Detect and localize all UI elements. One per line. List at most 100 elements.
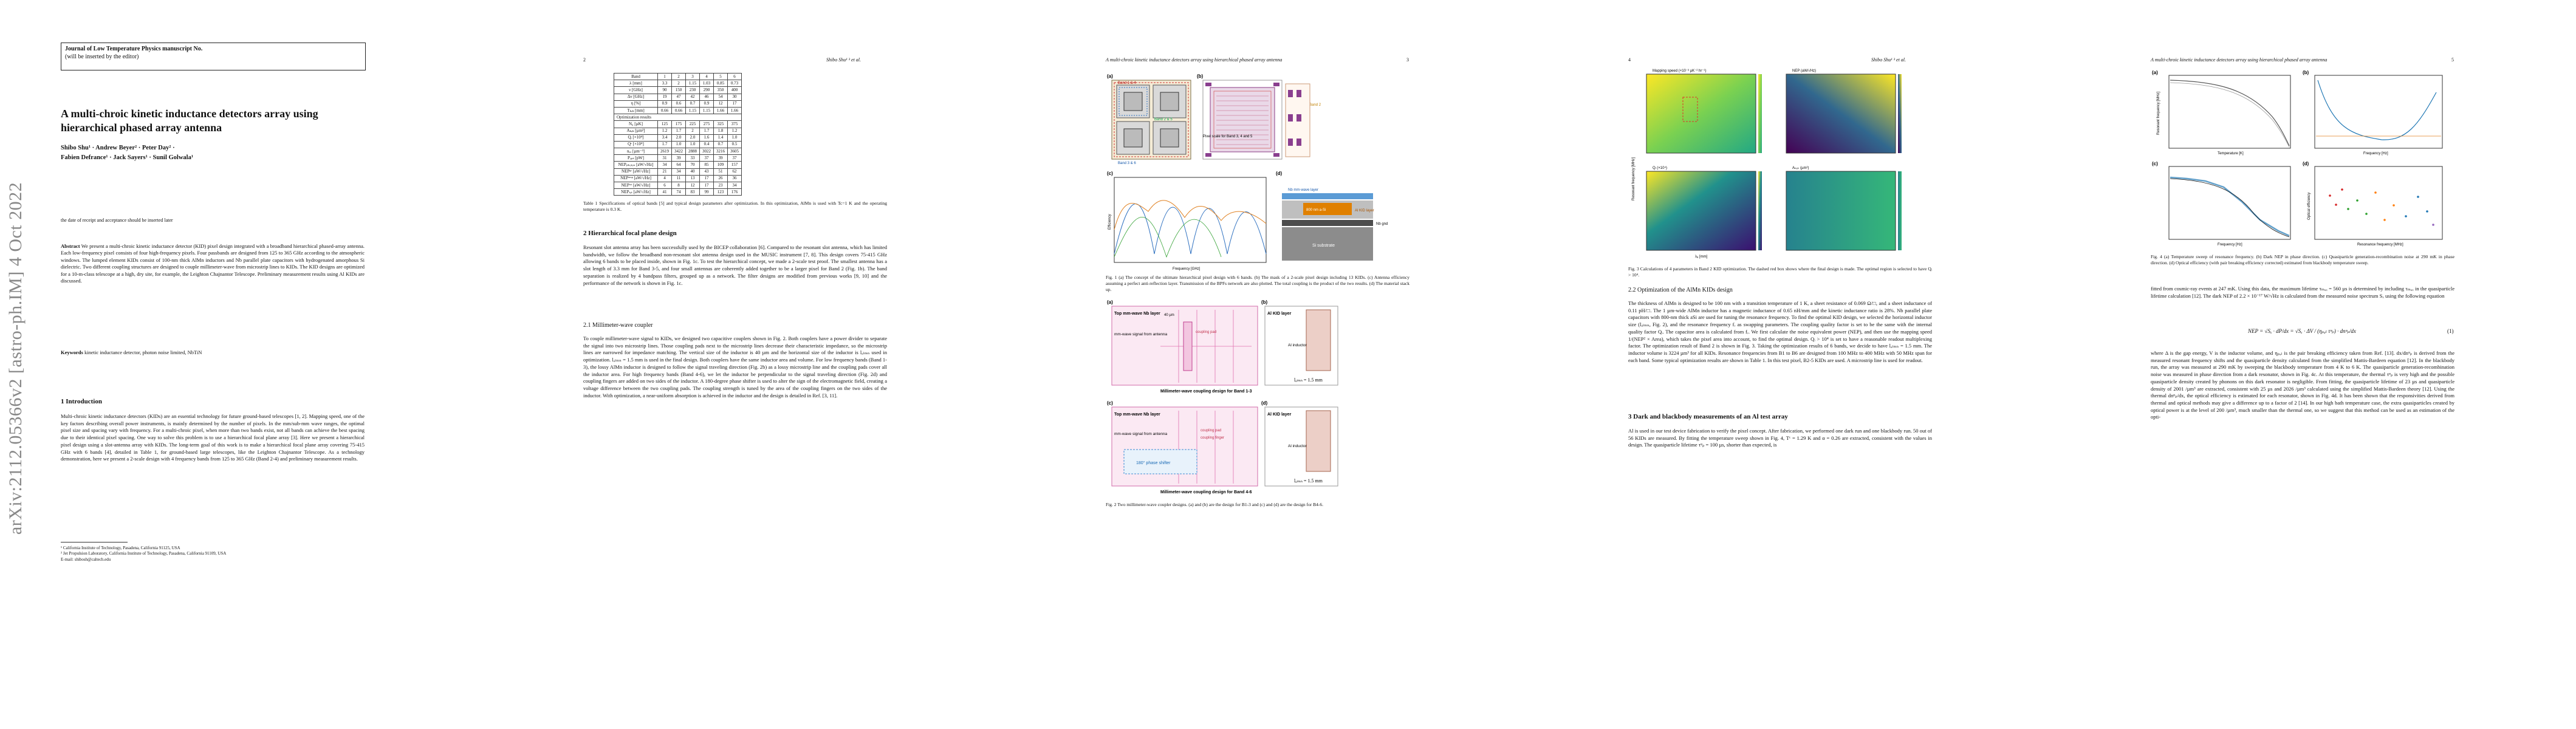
keywords: Keywords kinetic inductance detector, ph… xyxy=(61,349,365,355)
page-1: arXiv:2112.05366v2 [astro-ph.IM] 4 Oct 2… xyxy=(0,0,425,729)
table-cell: 0.9 xyxy=(699,100,714,108)
c-finger-label: coupling finger xyxy=(1201,436,1224,440)
table-header-cell: 6 xyxy=(727,72,742,81)
fig4c-xlabel: Frequency [Hz] xyxy=(2218,243,2242,247)
table-cell: 12 xyxy=(685,181,700,190)
table-cell: 1.66 xyxy=(727,106,742,115)
intro-text: Multi-chroic kinetic inductance detector… xyxy=(61,413,365,462)
table-cell: 26 xyxy=(713,174,728,183)
table-row-label: Qᵢ [×10⁴] xyxy=(614,134,658,142)
table-cell: 3.3 xyxy=(657,80,672,87)
table-cell: 8 xyxy=(671,181,686,190)
subsection-2-2: 2.2 Optimization of the AlMn KIDs design xyxy=(1628,287,1733,293)
table-cell: 0.73 xyxy=(727,80,742,87)
panel-b-label: (b) xyxy=(1197,74,1204,79)
table-cell: 23 xyxy=(713,181,728,190)
section-heading-1: 1 Introduction xyxy=(61,398,102,405)
table-cell: 30 xyxy=(727,93,742,101)
table-row-label: Qᶜ [×10⁴] xyxy=(614,140,658,149)
equation-number: (1) xyxy=(2447,328,2454,334)
table-cell: 11 xyxy=(671,174,686,183)
table-cell: 1.4 xyxy=(713,134,728,142)
table-cell: 36 xyxy=(727,174,742,183)
table-cell: 34 xyxy=(671,168,686,176)
table-cell: 2 xyxy=(685,127,700,135)
running-head: A multi-chroic kinetic inductance detect… xyxy=(1106,57,1283,63)
table-cell: 1.7 xyxy=(699,127,714,135)
table-cell: 17 xyxy=(699,181,714,190)
fig3-title-1: Mapping speed (×10⁻³ µK⁻² hr⁻¹) xyxy=(1653,69,1707,73)
page-number: 4 xyxy=(1628,57,1631,63)
nb-mm-wave-label: Nb mm-wave layer xyxy=(1288,188,1318,192)
dark-nep-curve xyxy=(2317,80,2437,140)
table-row-label: NEPᵗᵒᵗ [aW/√Hz] xyxy=(614,181,658,190)
b-length-label: lₐₗₘₙ = 1.5 mm xyxy=(1294,377,1323,383)
table-row-label: Δν [GHz] xyxy=(614,93,658,101)
c-top-layer-label: Top mm-wave Nb layer xyxy=(1114,412,1160,417)
coupling-pad-a xyxy=(1183,321,1193,371)
table-header-cell: 4 xyxy=(699,72,714,81)
panel-d-label: (d) xyxy=(1261,400,1268,406)
table-cell: 1.15 xyxy=(685,80,700,87)
table-cell: 19 xyxy=(657,93,672,101)
a-top-layer-label: Top mm-wave Nb layer xyxy=(1114,312,1160,316)
table-cell: 17 xyxy=(727,100,742,108)
fig4d-ylabel: Optical efficiency xyxy=(2307,193,2311,220)
efficiency-plot-frame xyxy=(1114,177,1267,263)
panel-c-label: (c) xyxy=(2152,161,2158,166)
table-cell: 2888 xyxy=(685,148,700,156)
panel-d-label: (d) xyxy=(2303,161,2309,166)
optimal-region-box xyxy=(1682,97,1698,122)
table-cell: 0.66 xyxy=(671,106,686,115)
panel-a-label: (a) xyxy=(1107,299,1113,305)
table-cell: 34 xyxy=(727,181,742,190)
journal-line-2: (will be inserted by the editor) xyxy=(65,53,139,60)
table-cell: 37 xyxy=(699,154,714,162)
fig3-title-2: NEP (aW/√Hz) xyxy=(1792,69,1816,73)
table-row-label: λ [mm] xyxy=(614,80,658,87)
table-cell: 51 xyxy=(713,168,728,176)
d-kid-label: Al KID layer xyxy=(1267,412,1292,417)
section-heading-3: 3 Dark and blackbody measurements of an … xyxy=(1628,413,1788,420)
table-cell: 64 xyxy=(671,161,686,169)
abstract: Abstract We present a multi-chroic kinet… xyxy=(61,243,365,285)
b-kid-label: Al KID layer xyxy=(1267,312,1292,316)
figure-2-caption: Fig. 2 Two millimeter-wave coupler desig… xyxy=(1106,502,1324,507)
table-cell: 157 xyxy=(727,161,742,169)
band-a-label: Band 1 & 4 xyxy=(1118,81,1136,85)
c-signal-label: mm-wave signal from antenna xyxy=(1114,432,1167,436)
table-cell: 230 xyxy=(685,86,700,94)
table-row-label: η [%] xyxy=(614,100,658,108)
table-cell: 54 xyxy=(713,93,728,101)
band-curves-blue xyxy=(1114,204,1267,255)
heatmap-area xyxy=(1786,171,1896,251)
efficiency-scatter xyxy=(2329,188,2434,226)
page-3: A multi-chroic kinetic inductance detect… xyxy=(1045,0,1470,729)
keywords-text: kinetic inductance detector, photon nois… xyxy=(84,349,202,355)
c-pad-label: coupling pad xyxy=(1201,429,1221,433)
table-row-label: Pₒₚₜ [pW] xyxy=(614,154,658,162)
figure-4: (a) Temperature [K] Resonant frequency [… xyxy=(2152,70,2443,247)
table-cell: 1.66 xyxy=(713,106,728,115)
subsection-2-1: 2.1 Millimeter-wave coupler xyxy=(583,322,653,329)
panel-c-label: (c) xyxy=(1107,171,1113,176)
figure-2: (a) Top mm-wave Nb layer mm-wave signal … xyxy=(1107,299,1338,495)
table-cell: 3216 xyxy=(713,148,728,156)
table-cell: 70 xyxy=(685,161,700,169)
table-cell: 1.2 xyxy=(727,127,742,135)
figure-1: (a) Band 1 & 4 Band 2 & 5 Band 3 & 6 (b) xyxy=(1107,74,1388,271)
table-cell: 40 xyxy=(685,168,700,176)
table-cell: 17 xyxy=(699,174,714,183)
keywords-label: Keywords xyxy=(61,349,83,355)
table-section-label: Optimization results xyxy=(614,114,742,122)
table-cell: 33 xyxy=(685,154,700,162)
table-cell: 37 xyxy=(727,154,742,162)
fig4a-xlabel: Temperature [K] xyxy=(2218,152,2244,156)
table-header-cell: 2 xyxy=(671,72,686,81)
fig4a-frame xyxy=(2168,75,2291,149)
d-length-label: lₐₗₘₙ = 1.5 mm xyxy=(1294,478,1323,484)
table-cell: 6 xyxy=(657,181,672,190)
